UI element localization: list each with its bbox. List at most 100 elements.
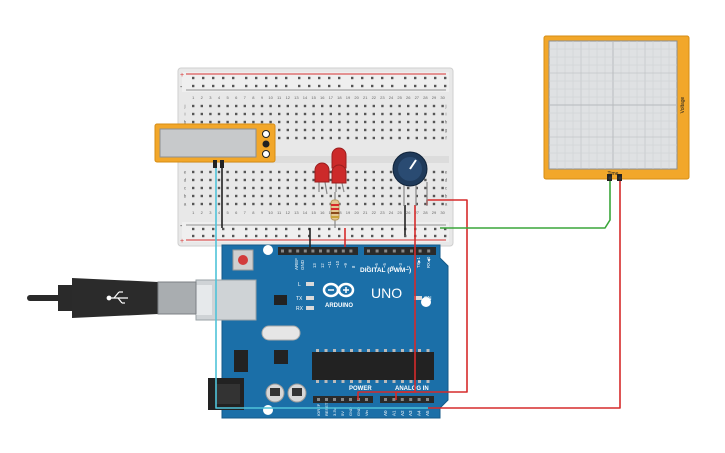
breadboard-hole[interactable] (235, 120, 238, 124)
rail-hole[interactable] (381, 76, 384, 80)
breadboard-hole[interactable] (217, 120, 221, 124)
lcd-module[interactable] (154, 123, 276, 168)
breadboard-hole[interactable] (192, 170, 195, 174)
breadboard-hole[interactable] (364, 128, 367, 132)
breadboard-hole[interactable] (364, 186, 367, 190)
rail-hole[interactable] (255, 84, 258, 88)
breadboard-hole[interactable] (243, 194, 246, 198)
power-pin-hole[interactable] (341, 398, 344, 401)
rail-hole[interactable] (308, 76, 311, 80)
breadboard-hole[interactable] (252, 202, 255, 206)
rail-hole[interactable] (285, 234, 288, 238)
breadboard-hole[interactable] (415, 120, 418, 124)
breadboard-hole[interactable] (355, 202, 358, 206)
breadboard-hole[interactable] (407, 104, 410, 108)
breadboard-hole[interactable] (260, 178, 264, 182)
breadboard-hole[interactable] (346, 170, 350, 174)
analog-pin-hole[interactable] (409, 398, 413, 401)
breadboard-hole[interactable] (415, 136, 418, 140)
breadboard-hole[interactable] (346, 136, 350, 140)
breadboard-hole[interactable] (312, 104, 315, 108)
breadboard-hole[interactable] (252, 112, 255, 116)
breadboard-hole[interactable] (424, 186, 427, 190)
breadboard-hole[interactable] (372, 178, 375, 182)
red-led-1[interactable] (314, 162, 330, 195)
rail-hole[interactable] (192, 84, 195, 88)
digital-header-right[interactable] (364, 247, 436, 255)
breadboard-hole[interactable] (321, 202, 324, 206)
rail-hole[interactable] (285, 227, 288, 231)
breadboard-hole[interactable] (243, 120, 246, 124)
digital-pin-hole[interactable] (288, 249, 292, 253)
breadboard-hole[interactable] (338, 128, 341, 132)
breadboard-hole[interactable] (243, 170, 246, 174)
breadboard-hole[interactable] (278, 170, 281, 174)
breadboard-hole[interactable] (235, 186, 238, 190)
breadboard-hole[interactable] (389, 112, 393, 116)
breadboard-hole[interactable] (200, 120, 203, 124)
rail-hole[interactable] (351, 234, 354, 238)
breadboard-hole[interactable] (424, 112, 427, 116)
rail-hole[interactable] (245, 234, 248, 238)
breadboard-hole[interactable] (192, 186, 195, 190)
breadboard-hole[interactable] (303, 112, 307, 116)
rail-hole[interactable] (318, 227, 321, 231)
breadboard-hole[interactable] (346, 104, 350, 108)
breadboard-hole[interactable] (260, 186, 264, 190)
breadboard-hole[interactable] (389, 178, 393, 182)
rail-hole[interactable] (265, 76, 268, 80)
power-pin-hole[interactable] (333, 398, 336, 401)
breadboard-hole[interactable] (329, 104, 332, 108)
breadboard-hole[interactable] (192, 178, 195, 182)
rail-hole[interactable] (192, 234, 195, 238)
breadboard-hole[interactable] (303, 170, 307, 174)
breadboard-hole[interactable] (398, 186, 401, 190)
breadboard-hole[interactable] (407, 128, 410, 132)
rail-hole[interactable] (275, 84, 278, 88)
breadboard-hole[interactable] (372, 194, 375, 198)
rail-hole[interactable] (298, 227, 301, 231)
rail-hole[interactable] (265, 234, 268, 238)
breadboard-hole[interactable] (200, 104, 203, 108)
rail-hole[interactable] (391, 227, 394, 231)
breadboard-hole[interactable] (407, 112, 410, 116)
breadboard-hole[interactable] (364, 178, 367, 182)
breadboard-hole[interactable] (381, 194, 384, 198)
digital-pin-hole[interactable] (410, 249, 413, 253)
breadboard-hole[interactable] (381, 128, 384, 132)
breadboard-hole[interactable] (226, 120, 229, 124)
breadboard-hole[interactable] (252, 194, 255, 198)
rail-hole[interactable] (351, 227, 354, 231)
breadboard-hole[interactable] (364, 202, 367, 206)
breadboard-hole[interactable] (432, 128, 436, 132)
rail-hole[interactable] (391, 76, 394, 80)
usb-cable[interactable] (27, 278, 197, 318)
breadboard-hole[interactable] (252, 186, 255, 190)
breadboard-hole[interactable] (424, 194, 427, 198)
rail-hole[interactable] (285, 84, 288, 88)
breadboard-hole[interactable] (329, 194, 332, 198)
reset-button-cap[interactable] (238, 255, 248, 265)
breadboard-hole[interactable] (235, 112, 238, 116)
breadboard-hole[interactable] (278, 136, 281, 140)
breadboard-hole[interactable] (252, 120, 255, 124)
rail-hole[interactable] (434, 227, 437, 231)
breadboard-hole[interactable] (217, 112, 221, 116)
breadboard-hole[interactable] (200, 112, 203, 116)
breadboard-hole[interactable] (269, 104, 272, 108)
breadboard-hole[interactable] (398, 136, 401, 140)
digital-pin-hole[interactable] (319, 249, 322, 253)
breadboard-hole[interactable] (372, 104, 375, 108)
breadboard-hole[interactable] (355, 128, 358, 132)
breadboard-hole[interactable] (312, 202, 315, 206)
analog-pin-hole[interactable] (400, 398, 404, 401)
rail-hole[interactable] (371, 234, 374, 238)
breadboard-hole[interactable] (217, 178, 221, 182)
breadboard-hole[interactable] (252, 178, 255, 182)
digital-pin-hole[interactable] (281, 249, 284, 253)
breadboard-hole[interactable] (286, 104, 289, 108)
red-led-3[interactable] (331, 164, 347, 193)
breadboard-hole[interactable] (355, 104, 358, 108)
rail-hole[interactable] (361, 84, 364, 88)
